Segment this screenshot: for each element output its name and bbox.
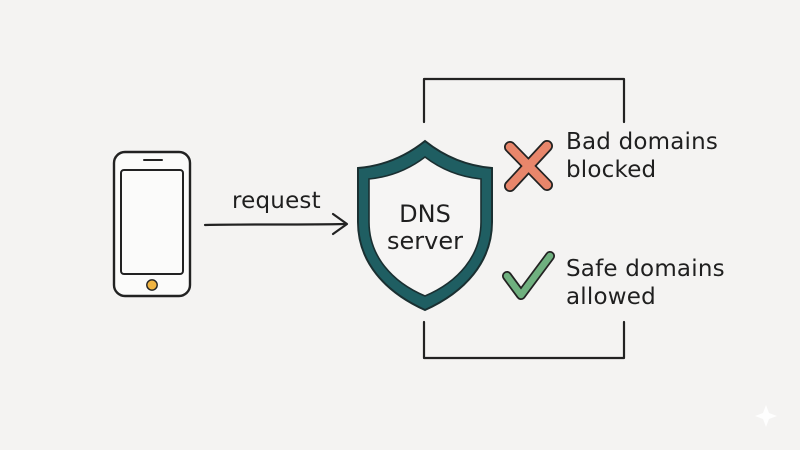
allowed-label-line1: Safe domains <box>566 256 725 282</box>
arrow-label: request <box>232 188 321 214</box>
check-mark-icon <box>502 251 555 300</box>
phone-icon <box>112 150 192 298</box>
blocked-label-line2: blocked <box>566 157 656 183</box>
request-arrow <box>203 212 349 236</box>
bracket <box>422 77 626 360</box>
shield-label-line2: server <box>387 227 463 255</box>
x-mark-icon <box>504 140 553 192</box>
blocked-label-line1: Bad domains <box>566 129 718 155</box>
shield-label-line1: DNS <box>399 200 451 228</box>
phone-home-button <box>146 279 158 291</box>
shield-icon <box>357 139 493 312</box>
allowed-label-line2: allowed <box>566 284 656 310</box>
sparkle-icon <box>755 405 777 427</box>
